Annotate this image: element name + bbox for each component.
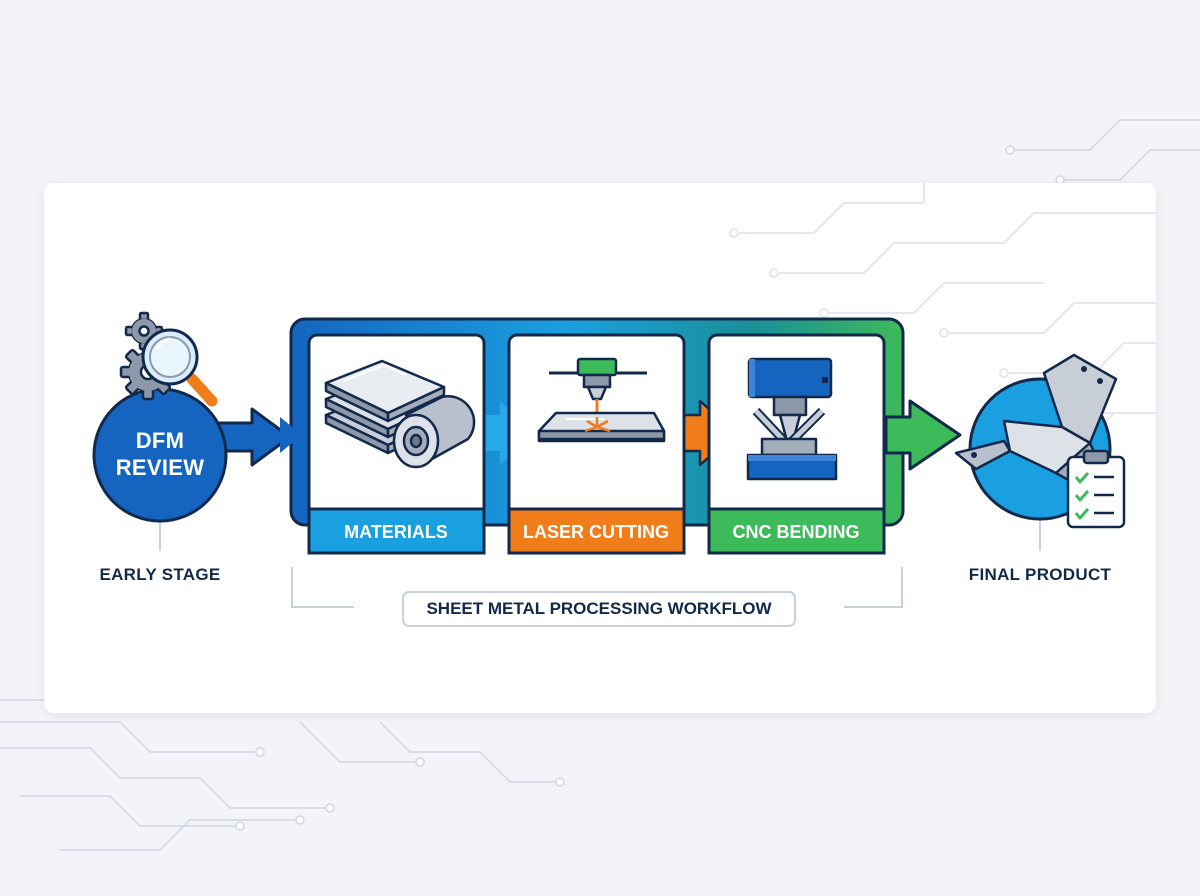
early-stage-caption: EARLY STAGE — [99, 565, 221, 584]
entry-arrow — [280, 417, 302, 453]
metal-sheets-and-coil-icon — [324, 359, 476, 469]
diagram-card: MATERIALS LASER CUTTING — [44, 183, 1156, 713]
laser-cutting-label: LASER CUTTING — [523, 522, 669, 542]
checklist-clipboard-icon — [1066, 449, 1126, 529]
cnc-bending-label: CNC BENDING — [732, 522, 859, 542]
materials-label-bar — [307, 507, 486, 555]
laser-cutter-icon — [537, 357, 666, 443]
dfm-line-2: REVIEW — [115, 455, 205, 480]
workflow-bracket — [291, 567, 903, 608]
materials-label: MATERIALS — [344, 522, 448, 542]
workflow-diagram: MATERIALS LASER CUTTING — [92, 183, 1156, 608]
workflow-caption: SHEET METAL PROCESSING WORKFLOW — [402, 591, 796, 627]
dfm-line-1: DFM — [135, 428, 185, 453]
exit-arrow — [884, 399, 962, 471]
magnifier-icon — [141, 328, 218, 407]
final-product-caption: FINAL PRODUCT — [968, 565, 1112, 584]
bending-label-bar — [707, 507, 886, 555]
dfm-review-label: DFM REVIEW — [100, 427, 220, 481]
press-brake-icon — [746, 357, 838, 481]
laser-label-bar — [507, 507, 686, 555]
